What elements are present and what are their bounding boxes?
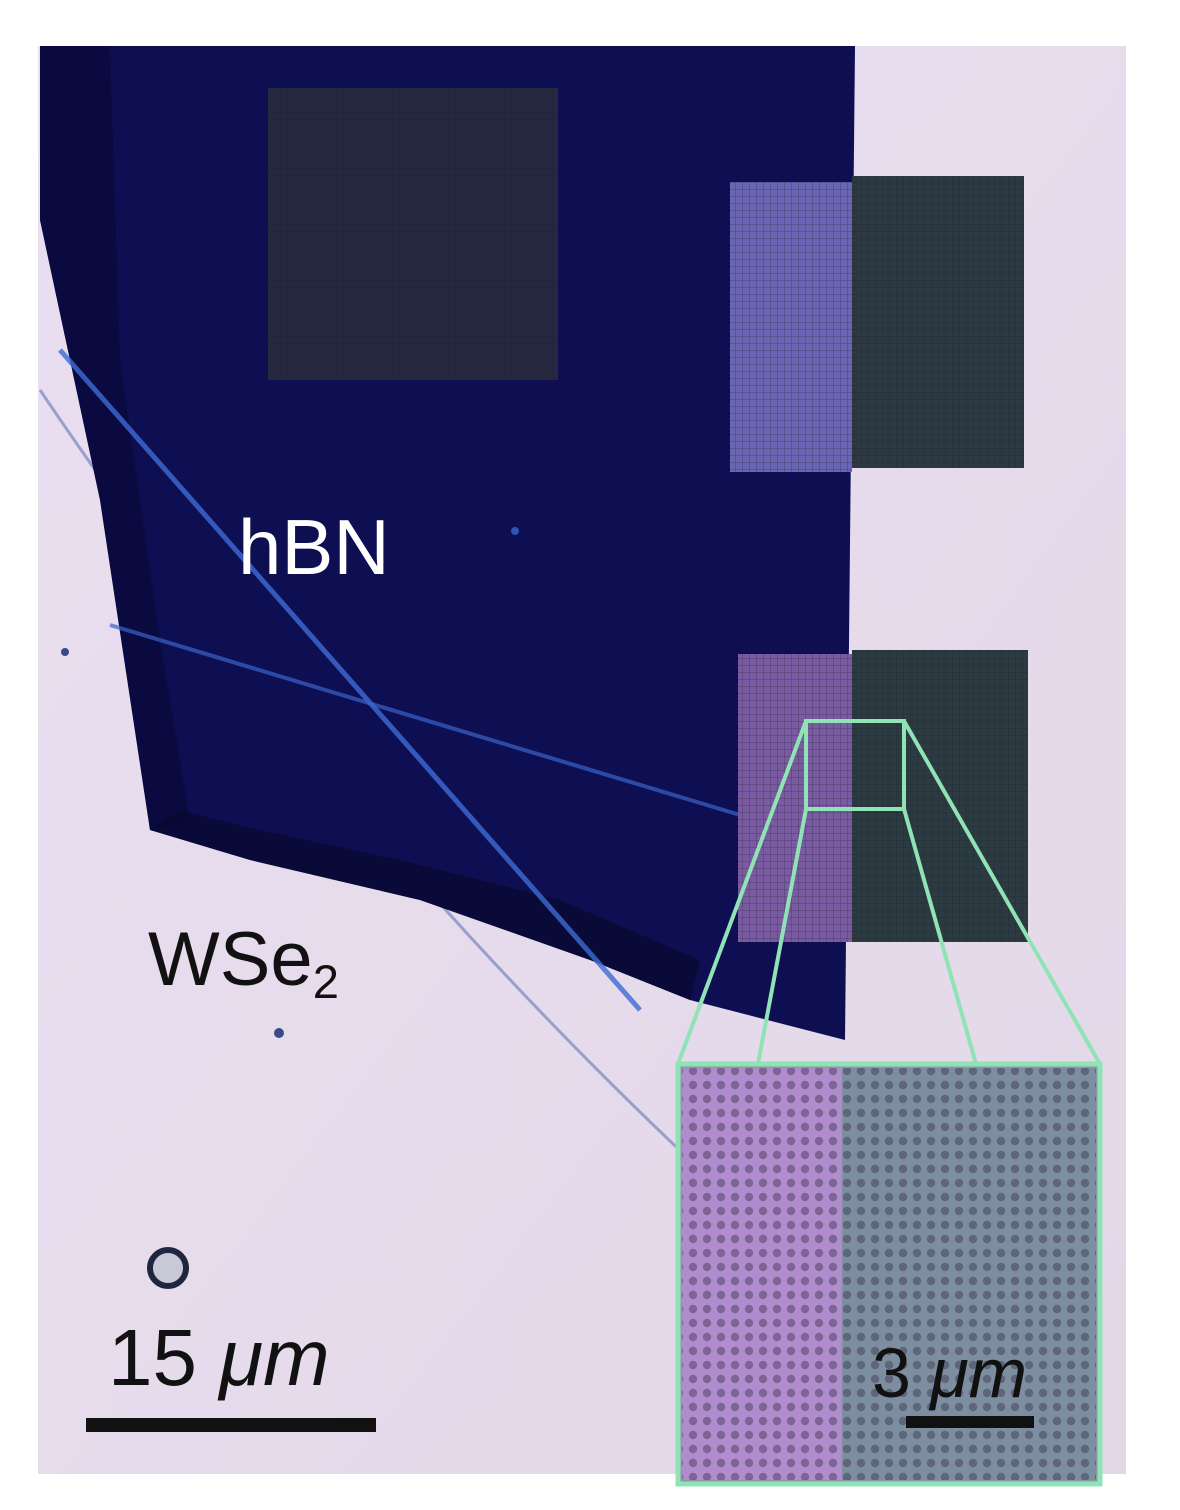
wse2-label: WSe2 — [148, 922, 339, 1009]
scale-bar-inset-label: 3 μm — [872, 1338, 1027, 1408]
particle — [61, 648, 69, 656]
scale-bar-main-unit: μm — [219, 1313, 330, 1402]
hbn-flake — [40, 46, 855, 1040]
flake-dark-edge — [40, 46, 190, 830]
scale-bar-inset-unit: μm — [930, 1334, 1028, 1412]
crack-line-1 — [58, 348, 642, 1012]
crack-line-2 — [109, 623, 741, 817]
scale-bar-main-label: 15 μm — [108, 1318, 330, 1398]
scale-bar-main-number: 15 — [108, 1313, 220, 1402]
particle — [147, 1247, 189, 1289]
scale-bar-inset-number: 3 — [872, 1334, 931, 1412]
hbn-label: hBN — [238, 503, 390, 591]
scale-bar-main — [86, 1418, 376, 1432]
scale-bar-inset — [906, 1416, 1034, 1428]
zoom-inset — [675, 1061, 1103, 1487]
zoom-indicator — [676, 719, 1102, 1065]
particle — [511, 527, 519, 535]
particle — [274, 1028, 284, 1038]
wse2-label-subscript: 2 — [312, 955, 339, 1009]
wse2-label-base: WSe — [148, 917, 313, 1002]
